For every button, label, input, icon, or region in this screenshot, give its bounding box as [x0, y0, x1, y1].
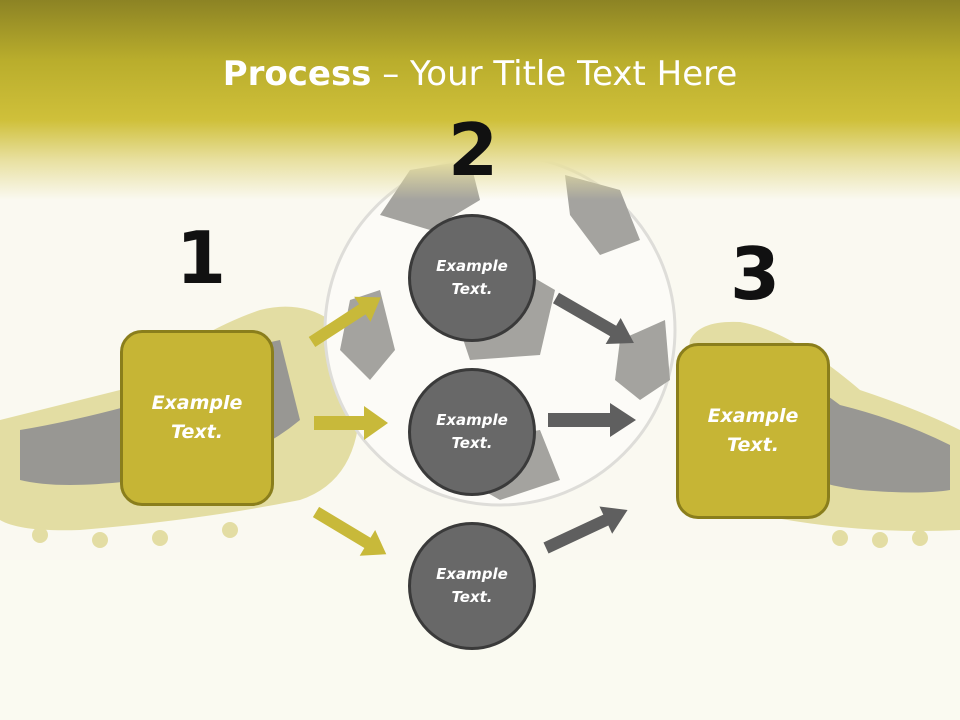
slide-title: Process – Your Title Text Here: [0, 52, 960, 96]
gray-arrows: [543, 292, 636, 554]
step-1-text: Example Text.: [151, 392, 243, 443]
circle-top-text: Example Text.: [436, 257, 508, 298]
circle-middle-text: Example Text.: [436, 411, 508, 452]
title-rest: – Your Title Text Here: [371, 54, 738, 94]
arrow-right-up-icon: [308, 296, 381, 348]
yellow-arrows: [308, 296, 388, 556]
step-2-circle-bottom[interactable]: Example Text.: [408, 522, 536, 650]
circle-bottom-text: Example Text.: [436, 565, 508, 606]
step-number-3: 3: [730, 232, 781, 316]
step-3-text: Example Text.: [707, 405, 799, 456]
step-1-box[interactable]: Example Text.: [120, 330, 274, 506]
arrow-right-icon: [314, 406, 388, 440]
arrow-right-down-icon: [312, 506, 387, 556]
step-2-circle-middle[interactable]: Example Text.: [408, 368, 536, 496]
step-number-1: 1: [176, 216, 227, 300]
step-number-2: 2: [448, 108, 499, 192]
header-band: [0, 0, 960, 200]
arrow-right-down-icon: [553, 292, 634, 344]
step-2-circle-top[interactable]: Example Text.: [408, 214, 536, 342]
title-strong: Process: [222, 54, 372, 94]
arrow-right-icon: [548, 403, 636, 437]
step-3-box[interactable]: Example Text.: [676, 343, 830, 519]
arrow-right-up-icon: [543, 506, 628, 554]
